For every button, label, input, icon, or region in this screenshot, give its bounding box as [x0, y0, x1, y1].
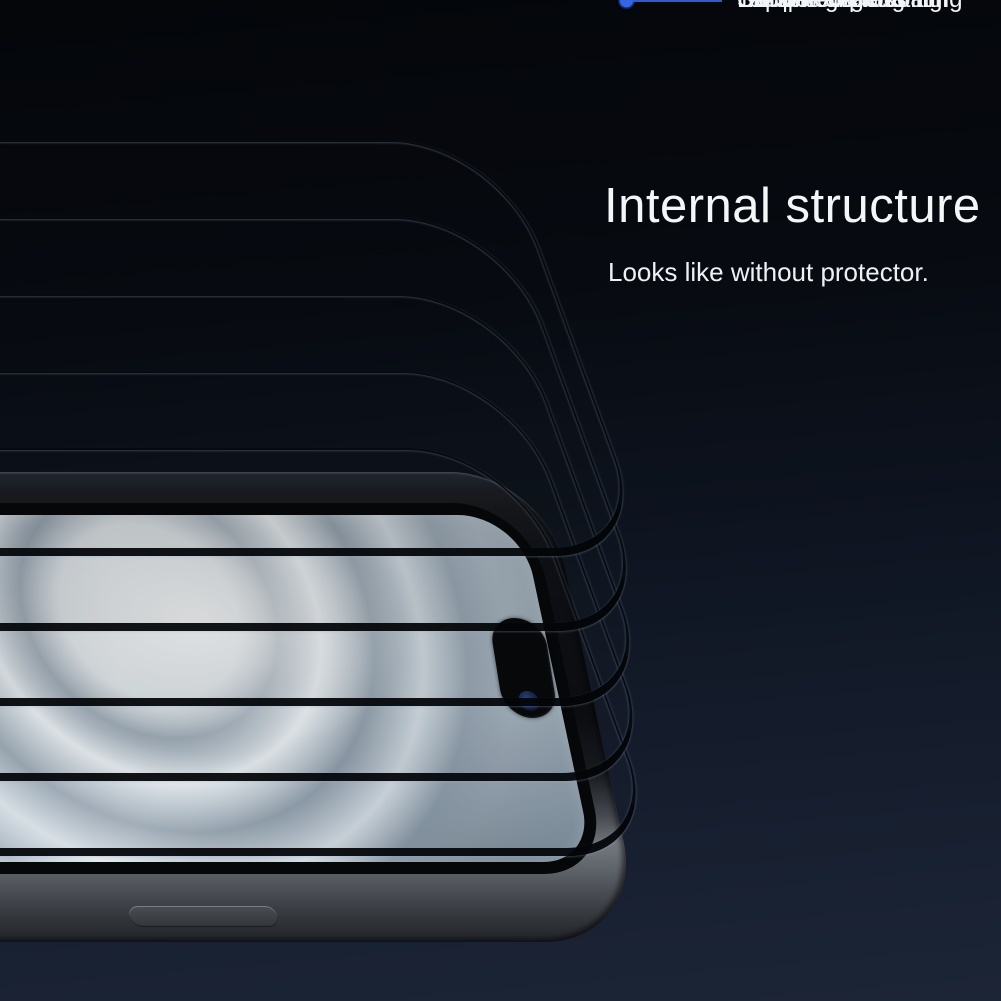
page-title: Internal structure: [604, 179, 981, 233]
side-button: [127, 906, 280, 927]
callout-label: Silicone coating: [737, 0, 905, 14]
callout-label: HD anti-glare coating: [737, 0, 962, 14]
callout-dot: [620, 0, 633, 7]
callout-label: Explosion-proof film: [737, 0, 948, 14]
page-subtitle: Looks like without protector.: [608, 257, 929, 287]
glass-layer-1-oleophobic: [0, 140, 652, 556]
callout-line: [632, 0, 722, 2]
callout-row: Silicone coating: [620, 0, 905, 14]
callout-label: Tempered glass: [737, 0, 906, 14]
callout-label: Oleophobic coating: [737, 0, 942, 14]
